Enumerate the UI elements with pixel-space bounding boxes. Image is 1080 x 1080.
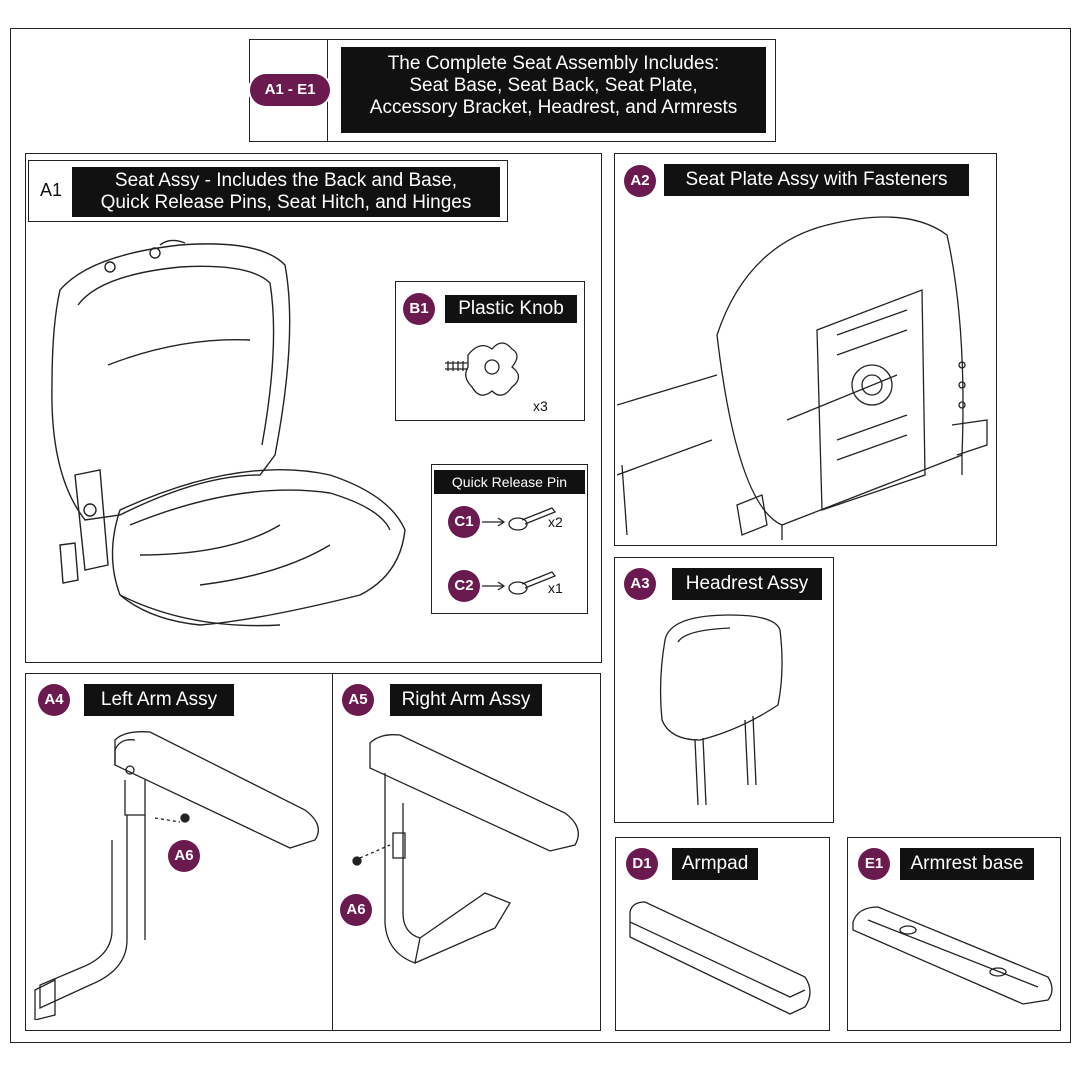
header-badge: A1 - E1: [250, 74, 330, 106]
panel-a2: [614, 153, 997, 546]
d1-label: Armpad: [672, 848, 758, 880]
panel-a3: [614, 557, 834, 823]
armrest-base-illustration: [848, 892, 1058, 1012]
c2-badge: C2: [448, 570, 480, 602]
pin-c2-illustration: [480, 570, 560, 600]
e1-badge: E1: [858, 848, 890, 880]
header-line-2: Seat Base, Seat Back, Seat Plate,: [409, 75, 698, 96]
a1-code: A1: [40, 180, 63, 200]
right-arm-illustration: [345, 733, 585, 973]
panel-a5: [332, 673, 601, 1031]
header-label: The Complete Seat Assembly Includes: Sea…: [341, 47, 766, 133]
a3-badge: A3: [624, 568, 656, 600]
a4-badge: A4: [38, 684, 70, 716]
diagram-frame: [10, 28, 1071, 1043]
a1-line-2: Quick Release Pins, Seat Hitch, and Hing…: [100, 192, 472, 213]
headrest-illustration: [650, 610, 800, 810]
c1-badge: C1: [448, 506, 480, 538]
knob-illustration: [440, 335, 540, 405]
header-line-3: Accessory Bracket, Headrest, and Armrest…: [369, 97, 738, 118]
a4-label: Left Arm Assy: [84, 684, 234, 716]
a5-label: Right Arm Assy: [390, 684, 542, 716]
a2-badge: A2: [624, 165, 656, 197]
a1-label: Seat Assy - Includes the Back and Base, …: [72, 167, 500, 217]
quick-release-title: Quick Release Pin: [434, 470, 585, 494]
a5-badge: A5: [342, 684, 374, 716]
a4-callout-badge: A6: [168, 840, 200, 872]
b1-qty: x3: [533, 398, 548, 414]
a5-callout-badge: A6: [340, 894, 372, 926]
pin-c1-illustration: [480, 506, 560, 536]
e1-label: Armrest base: [900, 848, 1034, 880]
left-arm-illustration: [30, 730, 330, 1020]
d1-badge: D1: [626, 848, 658, 880]
a1-line-1: Seat Assy - Includes the Back and Base,: [114, 170, 458, 191]
armpad-illustration: [620, 892, 820, 1022]
a2-label: Seat Plate Assy with Fasteners: [664, 164, 969, 196]
header-line-1: The Complete Seat Assembly Includes:: [387, 53, 720, 74]
b1-label: Plastic Knob: [445, 295, 577, 323]
seat-illustration: [30, 225, 410, 645]
c1-qty: x2: [548, 514, 563, 530]
seat-plate-illustration: [617, 205, 992, 540]
a3-label: Headrest Assy: [672, 568, 822, 600]
b1-badge: B1: [403, 293, 435, 325]
c2-qty: x1: [548, 580, 563, 596]
